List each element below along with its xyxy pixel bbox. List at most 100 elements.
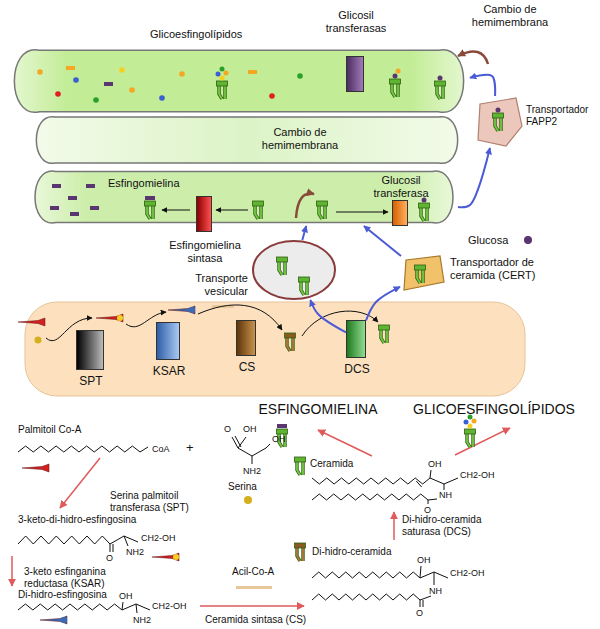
chemical-bond <box>420 600 421 607</box>
enzyme-box: Glicosil transferasas <box>346 56 364 92</box>
annotation-label: Serina palmitoil transferasa (SPT) <box>110 490 230 513</box>
enzyme-box: SPT <box>76 330 104 370</box>
node-label: Esfingomielina <box>108 177 180 190</box>
chemical-bond <box>238 437 246 448</box>
annotation-label: O <box>424 505 431 515</box>
transport-arrow <box>458 148 490 207</box>
carbon-chain <box>312 478 430 484</box>
node-label: KSAR <box>153 365 186 379</box>
carbon-chain <box>18 604 122 610</box>
flip-arrow <box>458 52 488 65</box>
chemical-bond <box>124 536 128 546</box>
carbon-chain <box>18 536 110 544</box>
lipid-icon <box>216 67 229 100</box>
annotation-label: OH <box>119 591 133 601</box>
enzyme-box: KSAR <box>156 322 180 360</box>
reaction-arrow <box>11 556 13 586</box>
annotation-label: OH <box>417 555 431 565</box>
lipid-head <box>435 81 446 86</box>
annotation-label: O <box>106 553 113 563</box>
lipid-head <box>217 81 228 86</box>
node-label: Esfingomielina sintasa <box>160 239 250 264</box>
annotation-label: O <box>224 424 231 434</box>
node-label: Transportador de ceramida (CERT) <box>450 256 550 281</box>
reaction-arrow <box>318 430 372 456</box>
sphingomyelin-head <box>50 206 59 210</box>
sugar-dot <box>468 424 473 429</box>
lipid-head <box>419 203 430 208</box>
lipid-tails <box>392 84 398 97</box>
lipid-head <box>317 201 328 206</box>
lipid-icon <box>317 201 328 219</box>
annotation-label: OH <box>428 459 442 469</box>
annotation-label: OH <box>243 424 257 434</box>
annotation-label: 3-keto esfinganina reductasa (KSAR) <box>24 566 134 589</box>
chemical-bond <box>416 481 421 487</box>
lipid-icon <box>379 325 390 343</box>
sugar-dot <box>496 108 501 113</box>
chemical-bond <box>113 544 114 552</box>
headgroup <box>104 82 113 86</box>
transporter-outline <box>478 98 522 146</box>
chemical-bond <box>140 447 148 452</box>
vesicle-outline <box>253 241 335 299</box>
headgroup <box>248 70 257 74</box>
node-label: SPT <box>79 375 102 389</box>
annotation-label: CH2-OH <box>460 470 495 480</box>
annotation-label: ESFINGOMIELINA <box>258 401 377 417</box>
sugar-dot <box>224 71 229 76</box>
sugar-dot <box>269 93 275 99</box>
sugar-dot <box>220 76 225 81</box>
lipid-tails <box>381 330 387 343</box>
annotation-label: CH2-OH <box>450 568 485 578</box>
lipid-head <box>465 429 476 434</box>
lipid-head <box>253 201 264 206</box>
reaction-arrow <box>455 428 510 455</box>
lipid-tails <box>219 86 225 99</box>
chemical-bond <box>420 596 431 600</box>
transport-arrow <box>366 287 400 321</box>
chemical-bond <box>136 604 137 613</box>
chemical-bond <box>232 437 238 448</box>
lipid-tails <box>297 548 303 561</box>
lipid-tails <box>467 434 473 447</box>
serine-dot <box>35 337 42 344</box>
lipid-tails <box>437 86 443 99</box>
node-label: Transporte vesicular <box>178 272 248 297</box>
transport-arrow <box>310 300 346 332</box>
node-label: Glicosil transferasas <box>320 9 392 34</box>
chemical-bond <box>428 500 429 504</box>
cisterna-outline <box>14 50 463 113</box>
reaction-arrow <box>336 212 388 213</box>
reaction-arrow <box>126 312 166 327</box>
lipid-icon <box>253 201 264 219</box>
lipid-tails <box>297 462 303 475</box>
sugar-dot <box>159 95 165 101</box>
lipid-tails <box>297 548 303 561</box>
lipid-tails <box>287 338 293 351</box>
headgroup <box>277 424 287 428</box>
lipid-icon <box>435 76 446 100</box>
lipid-head <box>295 457 306 462</box>
sugar-dot <box>55 91 61 97</box>
sphingomyelin-head <box>52 184 61 188</box>
annotation-label: Acil-Co-A <box>232 566 274 578</box>
acyl-icon <box>96 314 123 322</box>
annotation-label: Di-hidro-ceramida saturasa (DCS) <box>402 514 502 537</box>
lipid-head <box>277 257 288 262</box>
acyl-wedge <box>152 553 179 561</box>
lipid-icon <box>419 198 430 222</box>
chemical-bond <box>238 444 270 456</box>
chemical-bond <box>430 478 458 484</box>
annotation-label: GLICOESFINGOLÍPIDOS <box>413 401 575 417</box>
headgroup <box>66 66 75 70</box>
annotation-label: Di-hidro-ceramida <box>312 546 391 558</box>
annotation-label: Glucosa <box>468 234 508 247</box>
lipid-head <box>295 543 306 548</box>
annotation-label: O <box>416 608 423 618</box>
acyl-icon <box>152 553 179 561</box>
reaction-arrow <box>393 512 395 540</box>
acyl-icon <box>168 306 195 314</box>
sugar-dot <box>216 72 221 77</box>
reaction-arrow <box>200 605 304 607</box>
